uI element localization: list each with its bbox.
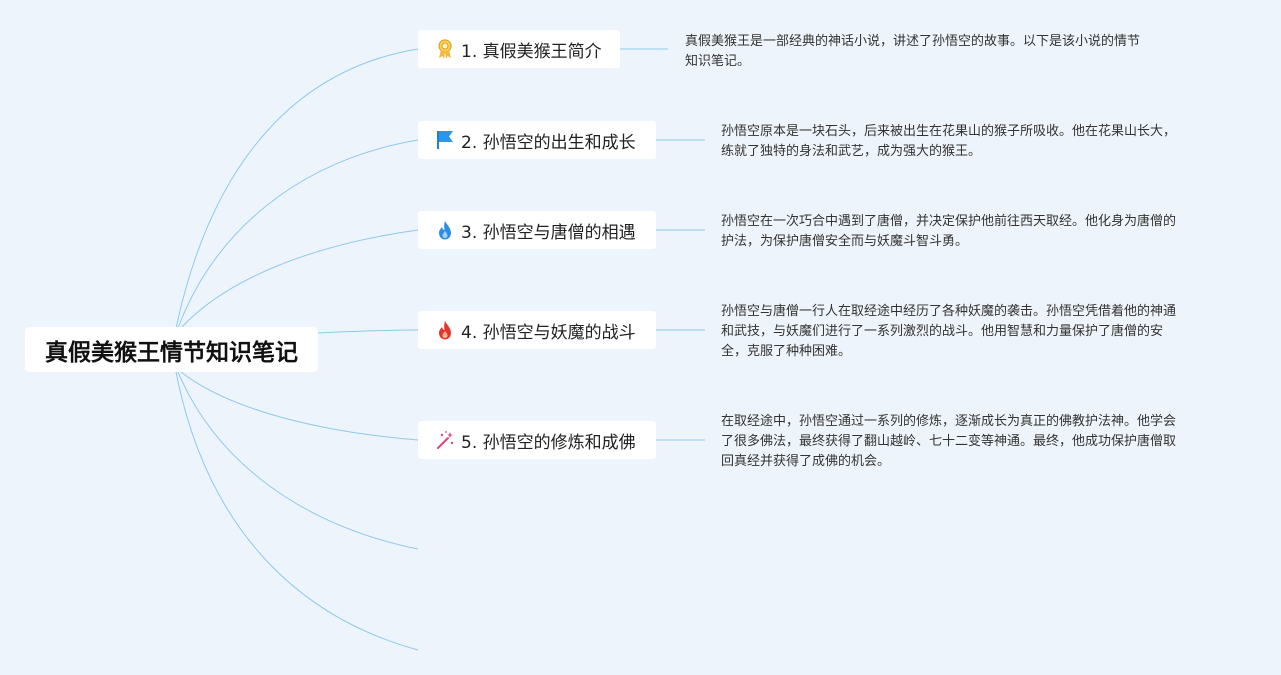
note-3: 孙悟空在一次巧合中遇到了唐僧，并决定保护他前往西天取经。他化身为唐僧的 护法，为…: [721, 212, 1176, 252]
note-line: 和武技，与妖魔们进行了一系列激烈的战斗。他用智慧和力量保护了唐僧的安: [721, 324, 1164, 339]
branch-topic-5[interactable]: 5. 孙悟空的修炼和成佛: [418, 421, 656, 459]
note-line: 练就了独特的身法和武艺，成为强大的猴王。: [721, 144, 982, 159]
branch-label: 3. 孙悟空与唐僧的相遇: [461, 222, 636, 243]
note-line: 知识笔记。: [685, 54, 751, 69]
note-line: 在取经途中，孙悟空通过一系列的修炼，逐渐成长为真正的佛教护法神。他学会: [721, 414, 1177, 429]
branch-topic-1[interactable]: 1. 真假美猴王简介: [418, 30, 620, 68]
note-4: 孙悟空与唐僧一行人在取经途中经历了各种妖魔的袭击。孙悟空凭借着他的神通 和武技，…: [721, 302, 1176, 362]
connector-root-branch-1: [175, 48, 419, 329]
connector-root-extra-2: [175, 371, 419, 651]
note-line: 孙悟空原本是一块石头，后来被出生在花果山的猴子所吸收。他在花果山长大，: [721, 124, 1177, 139]
branch-label: 4. 孙悟空与妖魔的战斗: [461, 322, 636, 343]
note-2: 孙悟空原本是一块石头，后来被出生在花果山的猴子所吸收。他在花果山长大， 练就了独…: [721, 122, 1176, 162]
root-title: 真假美猴王情节知识笔记: [45, 339, 298, 366]
branch-topic-4[interactable]: 4. 孙悟空与妖魔的战斗: [418, 311, 656, 349]
note-line: 孙悟空在一次巧合中遇到了唐僧，并决定保护他前往西天取经。他化身为唐僧的: [721, 214, 1177, 229]
branch-label: 5. 孙悟空的修炼和成佛: [461, 432, 636, 453]
connector-root-branch-2: [177, 139, 419, 329]
branch-label: 2. 孙悟空的出生和成长: [461, 132, 636, 153]
connector-root-branch-3: [180, 229, 419, 329]
branch-topic-2[interactable]: 2. 孙悟空的出生和成长: [418, 121, 656, 159]
branch-label: 1. 真假美猴王简介: [461, 41, 602, 62]
note-line: 护法，为保护唐僧安全而与妖魔斗智斗勇。: [721, 234, 969, 249]
water-drop-flame-icon: [434, 219, 456, 241]
flag-icon: [434, 129, 456, 151]
connector-root-extra-1: [177, 371, 419, 550]
root-topic[interactable]: 真假美猴王情节知识笔记: [25, 327, 318, 372]
note-line: 真假美猴王是一部经典的神话小说，讲述了孙悟空的故事。以下是该小说的情节: [685, 34, 1141, 49]
note-1: 真假美猴王是一部经典的神话小说，讲述了孙悟空的故事。以下是该小说的情节 知识笔记…: [685, 32, 1140, 72]
magic-wand-icon: [434, 429, 456, 451]
connector-root-branch-5: [180, 371, 419, 441]
branch-topic-3[interactable]: 3. 孙悟空与唐僧的相遇: [418, 211, 656, 249]
note-line: 孙悟空与唐僧一行人在取经途中经历了各种妖魔的袭击。孙悟空凭借着他的神通: [721, 304, 1177, 319]
note-line: 了很多佛法，最终获得了翻山越岭、七十二变等神通。最终，他成功保护唐僧取: [721, 434, 1177, 449]
fire-icon: [434, 319, 456, 341]
note-line: 回真经并获得了成佛的机会。: [721, 454, 891, 469]
connector-root-branch-4: [317, 329, 419, 334]
note-line: 全，克服了种种困难。: [721, 344, 852, 359]
medal-icon: [434, 38, 456, 60]
note-5: 在取经途中，孙悟空通过一系列的修炼，逐渐成长为真正的佛教护法神。他学会 了很多佛…: [721, 412, 1176, 472]
